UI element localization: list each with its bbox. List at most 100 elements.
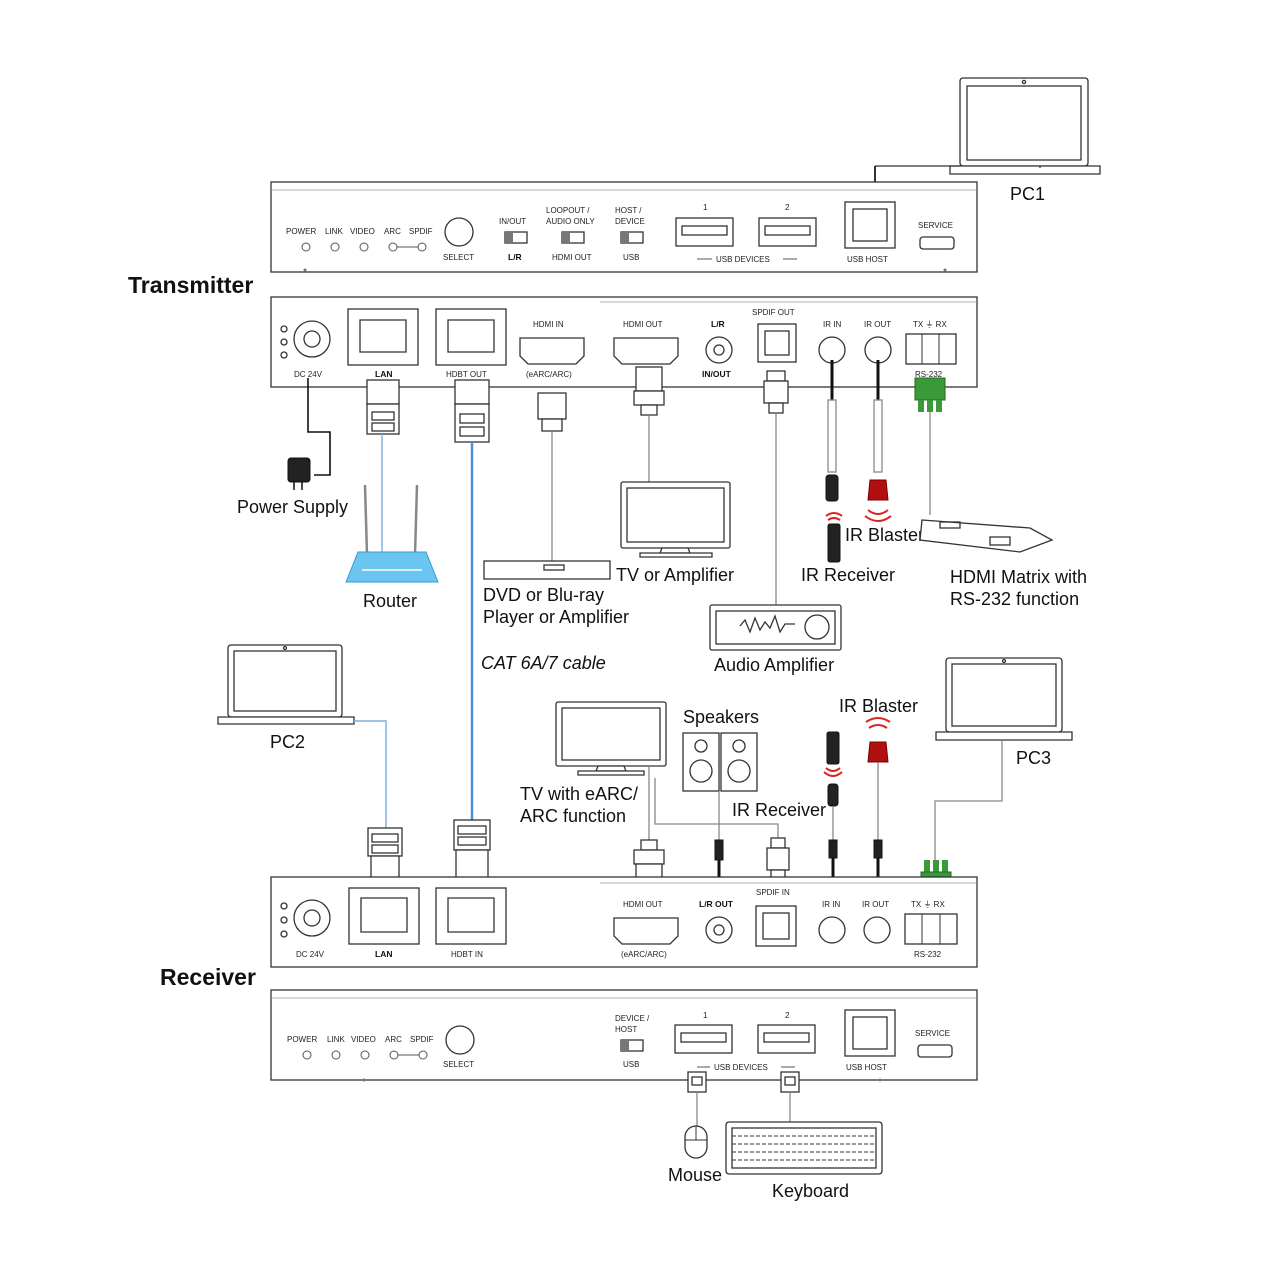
tx-hdmi-out-label: HDMI OUT xyxy=(623,320,663,329)
rx-lan-port[interactable] xyxy=(348,887,420,945)
tx-service-port[interactable] xyxy=(919,236,955,250)
tx-usb2-label: 2 xyxy=(785,203,790,212)
tx-sw3-top-label-2: DEVICE xyxy=(615,217,645,226)
tx-spdif-out-label: SPDIF OUT xyxy=(752,308,795,317)
rx-spdif-in-port[interactable] xyxy=(755,905,797,947)
rx-led-video-label: VIDEO xyxy=(351,1035,376,1044)
cable-label: CAT 6A/7 cable xyxy=(481,653,606,673)
tx-dc-label: DC 24V xyxy=(294,370,323,379)
rx-ir-in-jack[interactable] xyxy=(818,916,846,944)
rx-usb-devices-label: USB DEVICES xyxy=(714,1063,768,1072)
rx-usb-port-1[interactable] xyxy=(674,1024,733,1054)
rx-hdmi-out-port[interactable] xyxy=(613,917,679,945)
tx-hdmi-out-plug xyxy=(633,366,665,416)
tx-spdif-plug xyxy=(763,370,789,414)
router-icon xyxy=(345,484,439,583)
hdmi-matrix-label-1: HDMI Matrix with xyxy=(950,567,1087,587)
receiver-title: Receiver xyxy=(160,964,256,990)
tv-earc-label-1: TV with eARC/ xyxy=(520,784,638,804)
ir-blaster-tx-icon xyxy=(864,509,892,522)
router-label: Router xyxy=(363,591,417,611)
tx-txrx-label: TX ⏚ RX xyxy=(913,320,947,329)
tx-usb-host-label: USB HOST xyxy=(847,255,888,264)
dvd-label-2: Player or Amplifier xyxy=(483,607,629,627)
tx-hdbt-rj45-plug xyxy=(454,379,490,443)
tx-ir-in-jack[interactable] xyxy=(818,336,846,364)
rx-usb-host-label: USB HOST xyxy=(846,1063,887,1072)
keyboard-usb-plug xyxy=(780,1071,800,1093)
tx-lr-label: L/R xyxy=(711,319,725,329)
rx-hdbt-rj45-plug xyxy=(453,819,491,883)
dvd-player-icon xyxy=(483,560,611,580)
tx-ir-out-jack[interactable] xyxy=(864,336,892,364)
rx-led-power-label: POWER xyxy=(287,1035,317,1044)
pc2-laptop-icon xyxy=(217,644,355,725)
pc3-laptop-icon xyxy=(935,657,1073,741)
ir-blaster-rx-icon xyxy=(865,717,891,763)
tx-select-button[interactable] xyxy=(444,217,474,247)
tx-lan-label: LAN xyxy=(375,369,392,379)
tx-service-label: SERVICE xyxy=(918,221,953,230)
mouse-usb-plug xyxy=(687,1071,707,1093)
tx-sw1-top-label: IN/OUT xyxy=(499,217,526,226)
tx-ir-in-plug xyxy=(825,360,839,502)
rx-lr-out-label: L/R OUT xyxy=(699,899,734,909)
rx-usb-port-2[interactable] xyxy=(757,1024,816,1054)
rx-lan-rj45-plug xyxy=(367,827,403,883)
tx-ir-in-label: IR IN xyxy=(823,320,841,329)
tx-sw3-bottom-label: USB xyxy=(623,253,639,262)
tx-select-label: SELECT xyxy=(443,253,474,262)
speakers-label: Speakers xyxy=(683,707,759,727)
tx-hdmi-in-plug xyxy=(537,392,567,432)
receiver-front-panel: POWER LINK VIDEO ARC SPDIF SELECT DEVICE… xyxy=(270,989,978,1082)
tx-hdmi-out-port[interactable] xyxy=(613,337,679,365)
rx-led-link-label: LINK xyxy=(327,1035,345,1044)
tx-hdbt-out-port[interactable] xyxy=(435,308,507,366)
receiver-back-panel: DC 24V LAN HDBT IN HDMI OUT (eARC/ARC) L… xyxy=(270,876,978,968)
tx-usb-port-2[interactable] xyxy=(758,217,817,247)
rx-sw-bottom-label: USB xyxy=(623,1060,639,1069)
rx-rs232-port[interactable] xyxy=(904,913,958,945)
rx-select-button[interactable] xyxy=(445,1025,475,1055)
transmitter-back-panel: DC 24V LAN HDBT OUT HDMI IN (eARC/ARC) H… xyxy=(270,296,978,388)
ir-receiver-tx-icon xyxy=(825,512,843,563)
transmitter-front-panel: POWER LINK VIDEO ARC SPDIF SELECT IN/OUT… xyxy=(270,181,978,273)
tx-inout-label: IN/OUT xyxy=(702,369,732,379)
rx-usb2-label: 2 xyxy=(785,1011,790,1020)
tx-rs232-port[interactable] xyxy=(905,333,957,365)
speakers-icon xyxy=(682,732,758,792)
tx-usb-port-1[interactable] xyxy=(675,217,734,247)
tx-sw2-bottom-label: HDMI OUT xyxy=(552,253,592,262)
tx-led-link-label: LINK xyxy=(325,227,343,236)
tx-lr-jack[interactable] xyxy=(705,336,733,364)
pc2-label: PC2 xyxy=(270,732,305,752)
transmitter-title: Transmitter xyxy=(128,272,253,298)
dvd-label-1: DVD or Blu-ray xyxy=(483,585,604,605)
tx-led-arc-label: ARC xyxy=(384,227,401,236)
ir-blaster-tx-label: IR Blaster xyxy=(845,525,924,545)
tx-spdif-out-port[interactable] xyxy=(757,323,797,363)
tx-rs232-label: RS-232 xyxy=(915,370,943,379)
tx-usb-devices-label: USB DEVICES xyxy=(716,255,770,264)
rx-sw-top-label-1: DEVICE / xyxy=(615,1014,650,1023)
mouse-label: Mouse xyxy=(668,1165,722,1185)
pc1-label: PC1 xyxy=(1010,184,1045,204)
power-supply-icon xyxy=(287,457,311,490)
tx-led-spdif-label: SPDIF xyxy=(409,227,433,236)
rx-hdbt-in-port[interactable] xyxy=(435,887,507,945)
rx-dc-port[interactable] xyxy=(293,899,331,937)
ir-receiver-tx-label: IR Receiver xyxy=(801,565,895,585)
rx-service-label: SERVICE xyxy=(915,1029,950,1038)
rx-ir-out-jack[interactable] xyxy=(863,916,891,944)
tx-dc-port[interactable] xyxy=(293,320,331,358)
tx-sw1-bottom-label: L/R xyxy=(508,252,522,262)
hdmi-matrix-label-2: RS-232 function xyxy=(950,589,1079,609)
power-supply-label: Power Supply xyxy=(237,497,348,517)
tv-earc-label-2: ARC function xyxy=(520,806,626,826)
rx-lr-out-jack[interactable] xyxy=(705,916,733,944)
tx-hdmi-in-port[interactable] xyxy=(519,337,585,365)
tx-ir-out-label: IR OUT xyxy=(864,320,891,329)
rx-service-port[interactable] xyxy=(917,1044,953,1058)
tx-lan-port[interactable] xyxy=(347,308,419,366)
